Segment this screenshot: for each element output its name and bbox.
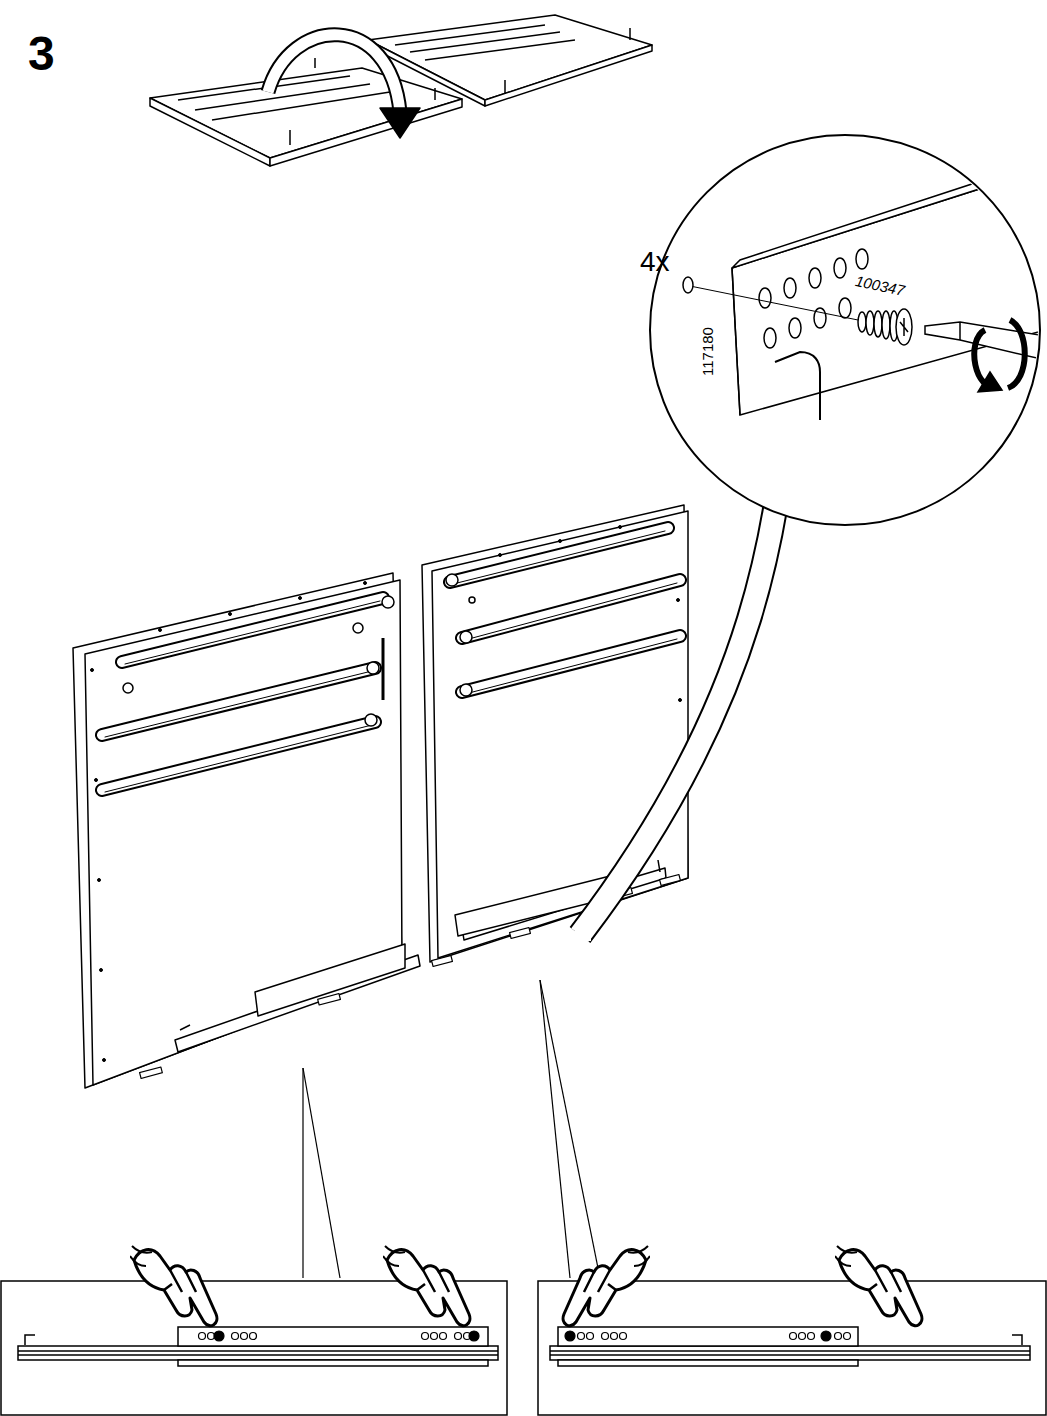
part-number: 100347 — [854, 273, 906, 298]
flip-panels — [150, 15, 652, 166]
leader-lines — [303, 980, 600, 1278]
quantity-label: 4x — [640, 248, 670, 276]
detail-zoom — [575, 135, 1045, 941]
rail-detail-boxes — [1, 1246, 1046, 1415]
side-panels — [73, 505, 688, 1088]
part-number: 117180 — [700, 327, 715, 376]
step-number: 3 — [28, 30, 55, 78]
